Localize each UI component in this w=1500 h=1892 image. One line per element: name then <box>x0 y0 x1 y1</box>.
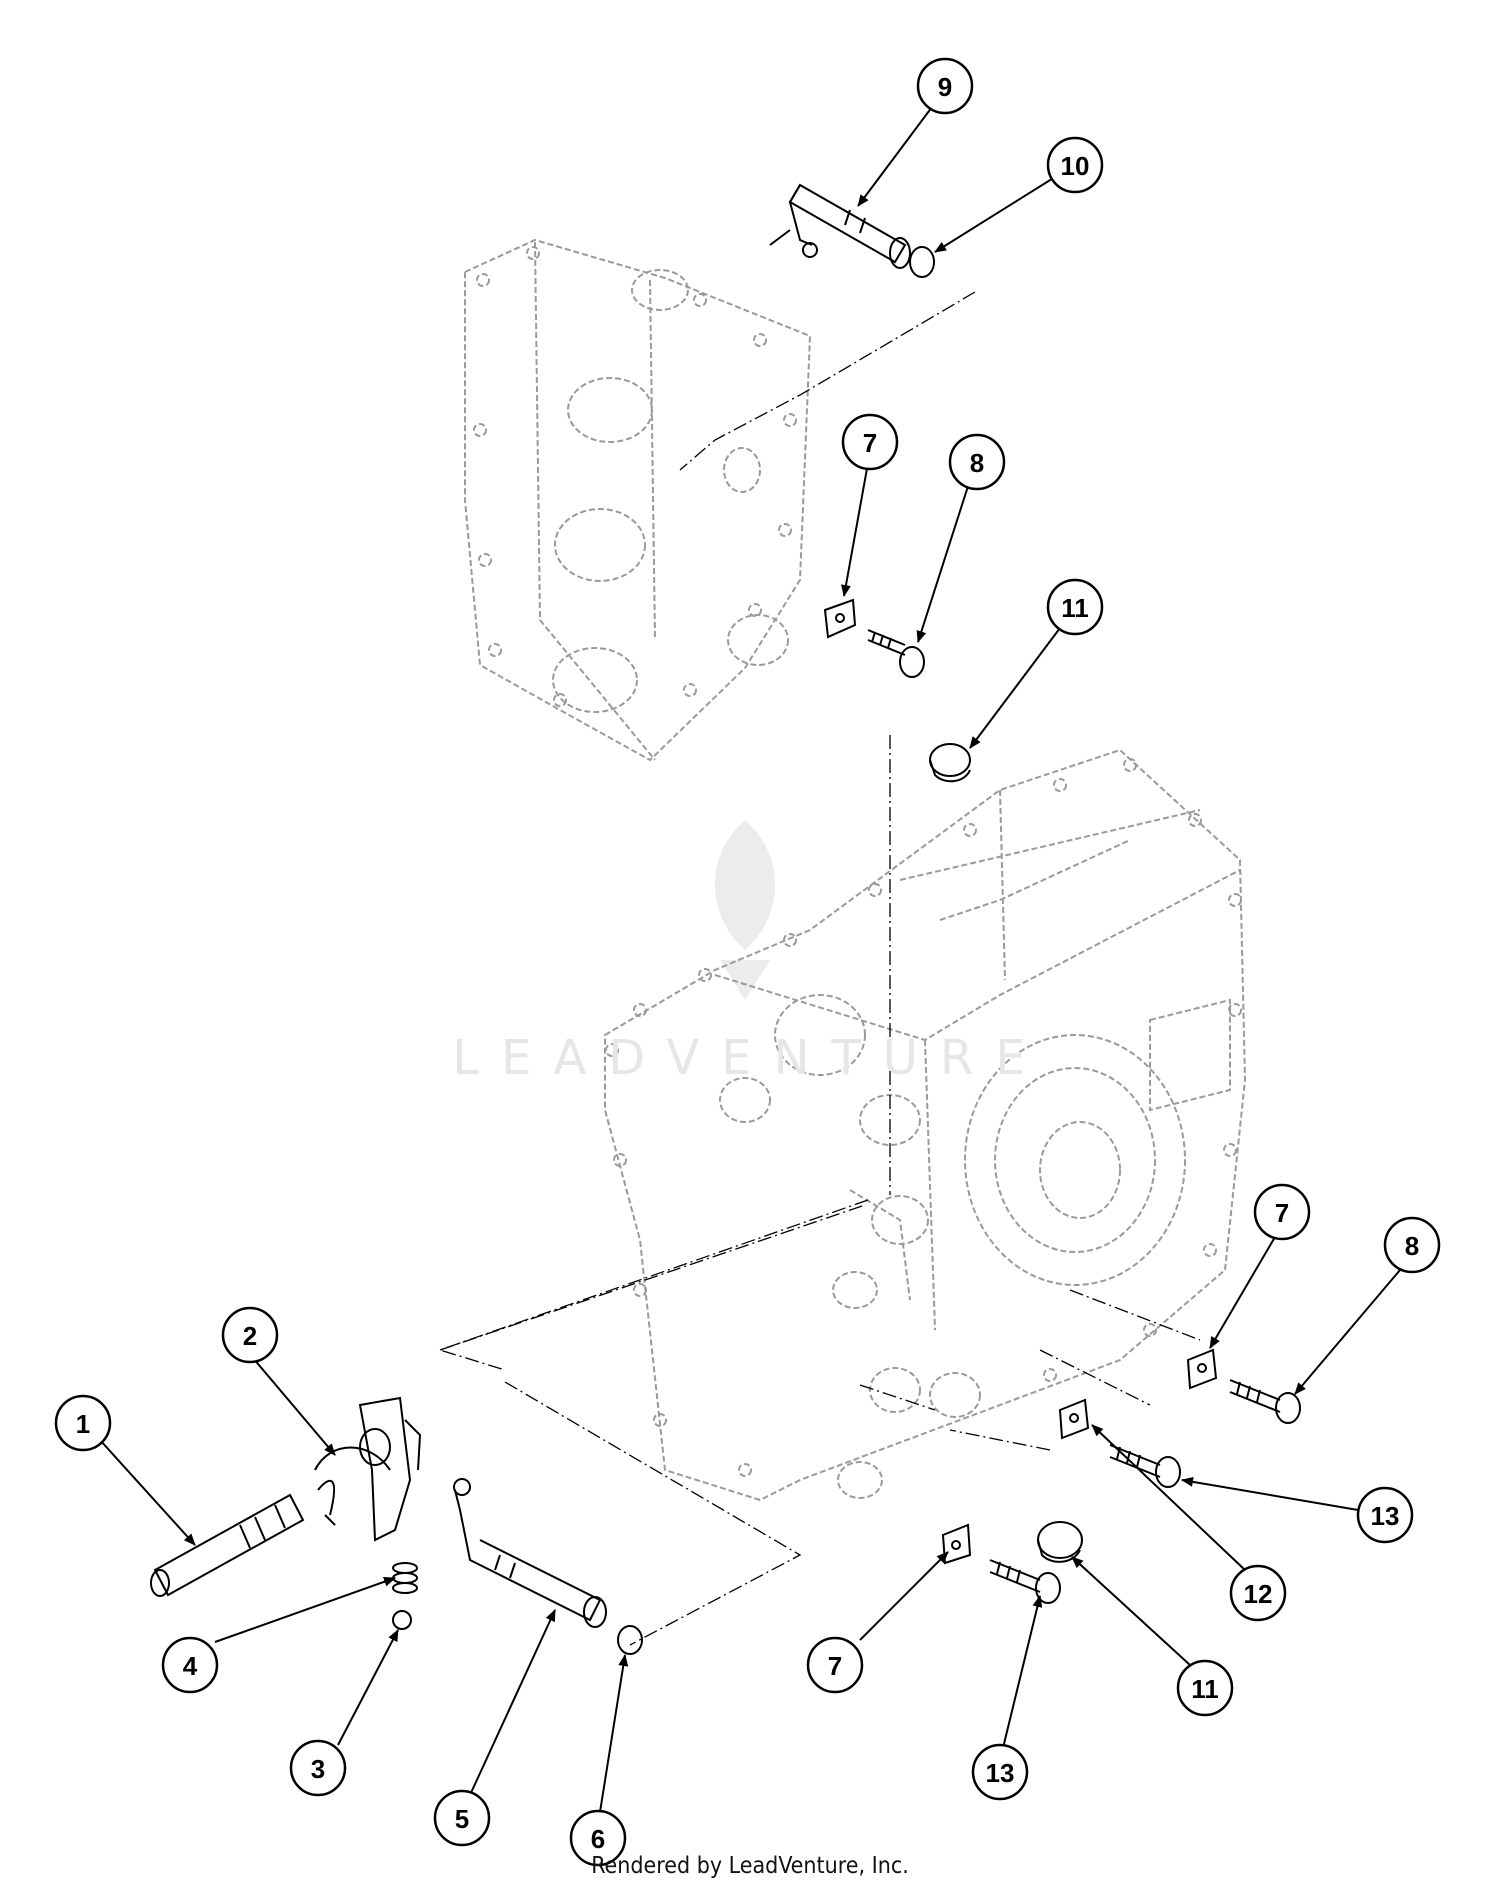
part-lock-plate-upper <box>823 598 857 639</box>
callout-6: 6 <box>569 1809 627 1867</box>
part-shift-rod <box>150 1493 305 1597</box>
callout-1: 1 <box>54 1394 112 1452</box>
callout-2: 2 <box>221 1306 279 1364</box>
svg-text:6: 6 <box>591 1824 605 1854</box>
svg-text:7: 7 <box>1275 1198 1289 1228</box>
leader-lines <box>99 102 1401 1813</box>
part-plug-lower <box>1037 1521 1083 1563</box>
callout-4: 4 <box>161 1636 219 1694</box>
svg-text:9: 9 <box>938 72 952 102</box>
svg-text:2: 2 <box>243 1321 257 1351</box>
footer-credit: Rendered by LeadVenture, Inc. <box>591 1853 909 1879</box>
callout-11-upper: 11 <box>1046 578 1104 636</box>
part-lock-plate-right <box>1186 1348 1218 1390</box>
callouts: 9 10 7 8 11 1 2 4 <box>54 57 1441 1867</box>
svg-text:13: 13 <box>986 1758 1015 1788</box>
part-snap-ring-lower <box>617 1625 643 1655</box>
part-detent-ball <box>392 1610 412 1630</box>
callout-13-lower: 13 <box>971 1743 1029 1801</box>
part-snap-ring-top <box>909 246 935 278</box>
part-lock-plate-lower <box>941 1523 972 1565</box>
callout-7-upper: 7 <box>841 413 899 471</box>
svg-text:11: 11 <box>1191 1674 1219 1704</box>
upper-housing-cover <box>464 238 812 762</box>
svg-text:10: 10 <box>1061 151 1090 181</box>
part-lock-plate-middle <box>1058 1398 1090 1440</box>
svg-text:1: 1 <box>76 1409 90 1439</box>
part-shift-lever-shaft-top <box>769 183 911 269</box>
svg-text:12: 12 <box>1244 1579 1273 1609</box>
callout-11-lower: 11 <box>1176 1659 1234 1717</box>
part-plug-upper <box>929 743 971 783</box>
part-bolt-middle <box>1109 1444 1181 1488</box>
svg-text:3: 3 <box>311 1754 325 1784</box>
svg-text:7: 7 <box>828 1651 842 1681</box>
callout-9: 9 <box>916 57 974 115</box>
callout-7-lower: 7 <box>806 1636 864 1694</box>
svg-text:11: 11 <box>1061 593 1089 623</box>
part-shift-lever-shaft-lower <box>453 1478 607 1628</box>
callout-7-right: 7 <box>1253 1183 1311 1241</box>
callout-10: 10 <box>1046 136 1104 194</box>
svg-text:4: 4 <box>183 1651 198 1681</box>
svg-text:13: 13 <box>1371 1501 1400 1531</box>
watermark-logo <box>714 820 776 1000</box>
part-shift-fork <box>314 1396 422 1542</box>
callout-8-right: 8 <box>1383 1216 1441 1274</box>
callout-8-upper: 8 <box>948 433 1006 491</box>
callout-3: 3 <box>289 1739 347 1797</box>
part-bolt-right <box>1229 1379 1301 1424</box>
callout-5: 5 <box>433 1789 491 1847</box>
svg-text:5: 5 <box>455 1804 469 1834</box>
svg-text:7: 7 <box>863 428 877 458</box>
callout-13-right: 13 <box>1356 1486 1414 1544</box>
part-bolt-upper <box>867 629 925 678</box>
svg-text:8: 8 <box>1405 1231 1419 1261</box>
part-detent-spring <box>392 1562 418 1594</box>
transmission-case <box>604 748 1247 1502</box>
part-bolt-lower <box>989 1559 1061 1604</box>
svg-text:8: 8 <box>970 448 984 478</box>
callout-12: 12 <box>1229 1564 1287 1622</box>
alignment-lines <box>437 291 1201 1646</box>
